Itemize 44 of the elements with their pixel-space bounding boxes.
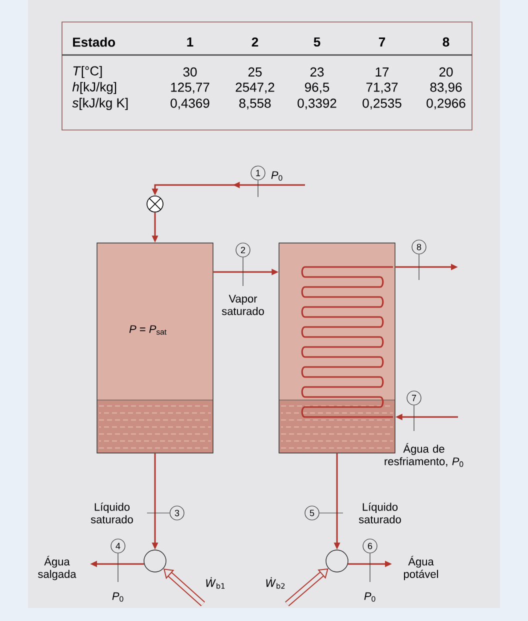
table-value: 30: [183, 67, 197, 77]
stream-label: Vapor saturado: [222, 294, 264, 316]
pressure-label: P$_{0}$: [271, 171, 282, 181]
pressure-label: P$_{0}$: [112, 592, 124, 602]
table-value: 20: [439, 67, 453, 77]
table-header: 8: [442, 37, 450, 47]
table-value: 0,4369: [170, 98, 210, 110]
pressure-label: P$_{0}$: [364, 592, 376, 602]
leader-line: [418, 254, 420, 280]
table-value: 96,5: [304, 82, 330, 94]
pump: [326, 550, 348, 572]
table-value: 83,96: [430, 82, 462, 94]
table-value: 25: [248, 67, 262, 77]
pump: [144, 550, 166, 572]
tank: [278, 242, 396, 454]
table-header: Estado: [73, 37, 116, 47]
tank: P = P$_{sat}$: [96, 242, 214, 454]
leader-line: [242, 257, 244, 286]
stream-label: Água de resfriamento, P$_{0}$: [384, 443, 464, 467]
row-label: h[kJ/kg]: [72, 82, 116, 94]
work-label: Ẇ$_{b2}$: [266, 577, 285, 589]
table-header: 1: [187, 38, 194, 46]
stream-label: Água salgada: [38, 556, 76, 580]
table-value: 23: [310, 67, 324, 77]
leader-line: [146, 512, 170, 514]
table-header: 7: [378, 38, 386, 46]
table-value: 71,37: [366, 82, 398, 94]
valve: [146, 196, 164, 212]
table-value: 125,77: [171, 82, 210, 94]
row-label: T[°C]: [73, 66, 102, 78]
stream-label: Líquido saturado: [358, 502, 401, 524]
table-value: 8,558: [239, 98, 271, 110]
row-label: s[kJ/kg K]: [72, 98, 128, 110]
table-value: 2547,2: [236, 82, 274, 94]
stream-label: Água potável: [404, 556, 438, 580]
table-header: 2: [252, 37, 258, 47]
stream-label: Líquido saturado: [90, 502, 133, 524]
leader-line: [319, 512, 344, 514]
table-value: 0,2535: [362, 98, 402, 110]
table-value: 0,3392: [298, 98, 336, 110]
work-label: Ẇ$_{b1}$: [206, 577, 225, 589]
table-header: 5: [314, 37, 320, 47]
table-value: 0,2966: [426, 98, 466, 110]
table-value: 17: [376, 68, 389, 76]
